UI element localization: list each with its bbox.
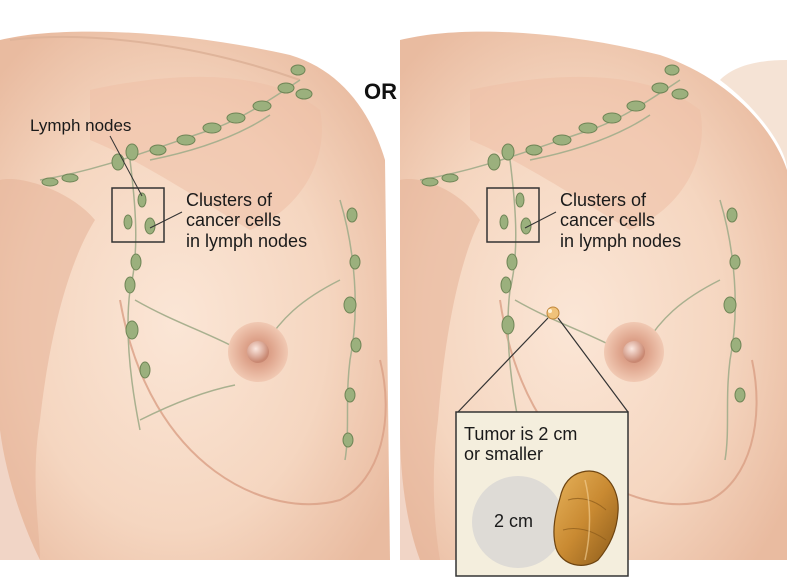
- tumor-size-label: Tumor is 2 cm or smaller: [464, 424, 577, 465]
- right-tumor: [547, 307, 559, 319]
- or-label: OR: [364, 80, 397, 105]
- left-breast-panel: [0, 32, 390, 560]
- left-clusters-line-1: Clusters of: [186, 190, 307, 210]
- left-clusters-line-2: cancer cells: [186, 210, 307, 230]
- tumor-size-line-2: or smaller: [464, 444, 577, 464]
- right-clusters-line-3: in lymph nodes: [560, 231, 681, 251]
- right-clusters-line-2: cancer cells: [560, 210, 681, 230]
- tumor-size-line-1: Tumor is 2 cm: [464, 424, 577, 444]
- two-cm-label: 2 cm: [494, 511, 533, 531]
- right-clusters-label: Clusters of cancer cells in lymph nodes: [560, 190, 681, 251]
- left-clusters-line-3: in lymph nodes: [186, 231, 307, 251]
- left-nipple-areola: [228, 322, 288, 382]
- right-breast-panel: [400, 32, 787, 576]
- right-nipple-areola: [604, 322, 664, 382]
- left-clusters-label: Clusters of cancer cells in lymph nodes: [186, 190, 307, 251]
- right-clusters-line-1: Clusters of: [560, 190, 681, 210]
- lymph-nodes-label: Lymph nodes: [30, 116, 131, 135]
